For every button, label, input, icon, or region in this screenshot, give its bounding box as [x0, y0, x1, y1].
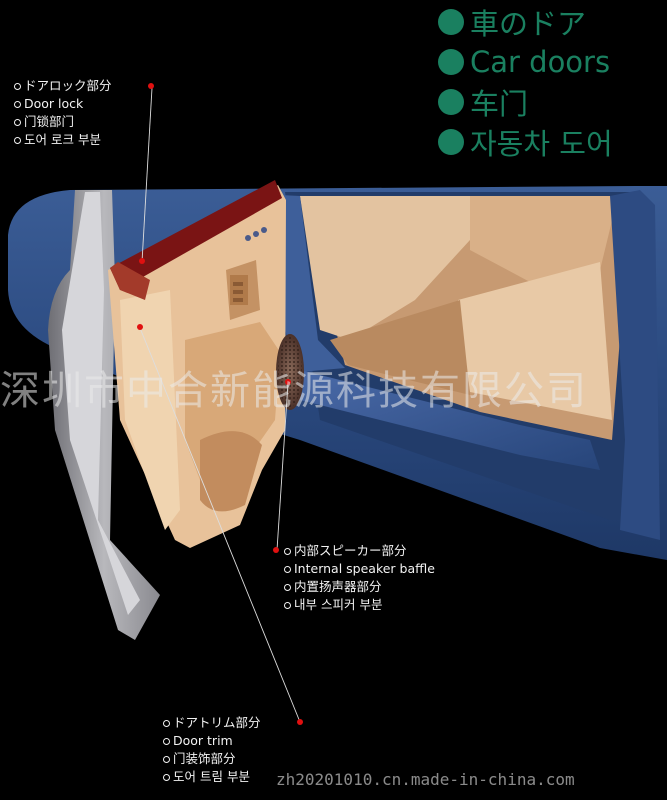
bullet-icon	[14, 83, 21, 90]
bullet-icon	[163, 738, 170, 745]
bullet-icon	[438, 129, 464, 155]
callout-speaker: 内部スピーカー部分 Internal speaker baffle 内置扬声器部…	[284, 542, 435, 614]
marker-dot-speaker	[285, 379, 291, 385]
callout-dot-door-trim	[297, 719, 303, 725]
bullet-icon	[14, 119, 21, 126]
bullet-icon	[284, 548, 291, 555]
bullet-icon	[163, 720, 170, 727]
bullet-icon	[163, 774, 170, 781]
title-japanese: 車のドア	[438, 2, 613, 42]
bullet-icon	[14, 101, 21, 108]
bullet-icon	[14, 137, 21, 144]
title-chinese: 车门	[438, 82, 613, 122]
watermark-url: zh20201010.cn.made-in-china.com	[276, 770, 575, 789]
speaker-grille	[276, 334, 304, 410]
marker-dot-lock-rail	[139, 258, 145, 264]
bullet-icon	[438, 49, 464, 75]
title-english: Car doors	[438, 42, 613, 82]
callout-door-lock: ドアロック部分 Door lock 门锁部门 도어 로크 부분	[14, 77, 112, 149]
bullet-icon	[438, 89, 464, 115]
title-korean: 자동차 도어	[438, 122, 613, 162]
callout-dot-speaker	[273, 547, 279, 553]
callout-door-trim: ドアトリム部分 Door trim 门装饰部分 도어 트림 부분	[163, 714, 261, 786]
bullet-icon	[284, 566, 291, 573]
window-switch-panel	[226, 260, 260, 320]
title-list: 車のドア Car doors 车门 자동차 도어	[438, 2, 613, 162]
callout-dot-door-lock	[148, 83, 154, 89]
bullet-icon	[284, 584, 291, 591]
bullet-icon	[284, 602, 291, 609]
bullet-icon	[438, 9, 464, 35]
marker-dot-trim	[137, 324, 143, 330]
bullet-icon	[163, 756, 170, 763]
